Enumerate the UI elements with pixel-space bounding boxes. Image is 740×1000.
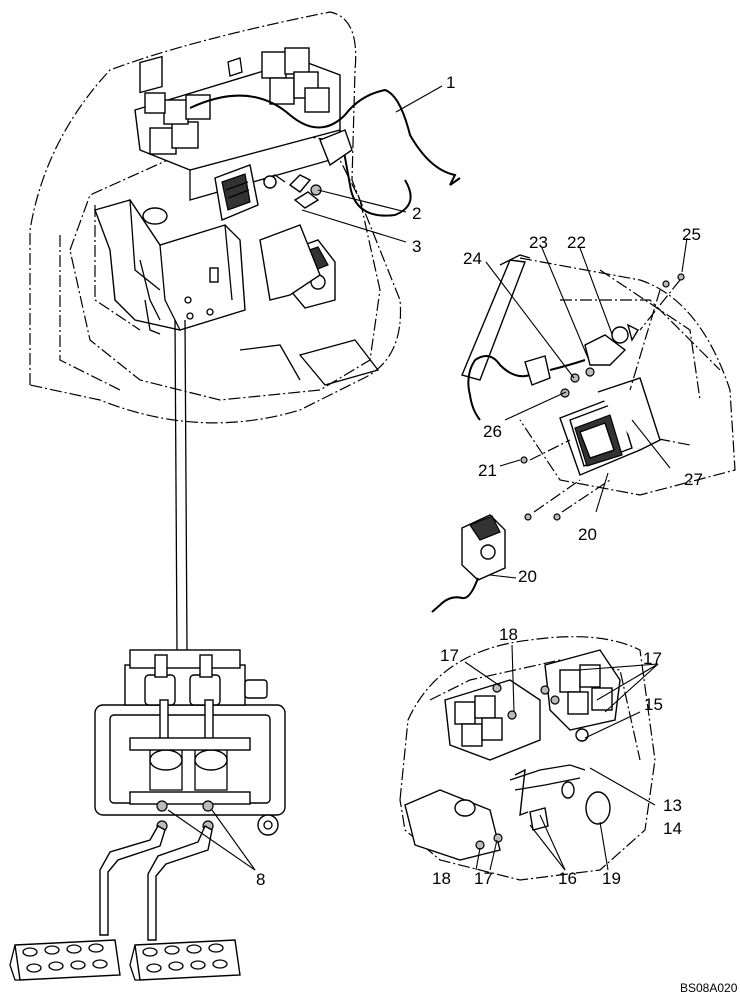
relay-group-right <box>261 47 330 113</box>
callout-17-right: 17 <box>643 649 662 668</box>
callout-20-upper: 20 <box>578 525 597 544</box>
callout-3: 3 <box>412 237 421 256</box>
left-pedal-pad <box>9 939 121 981</box>
right-pedal-pad <box>129 939 241 981</box>
callout-20-lower: 20 <box>518 567 537 586</box>
callout-2: 2 <box>412 204 421 223</box>
callout-13: 13 <box>663 796 682 815</box>
drawing-code: BS08A020 <box>680 981 738 995</box>
callout-14: 14 <box>663 819 682 838</box>
callout-18-bottom: 18 <box>432 869 451 888</box>
callout-22: 22 <box>567 233 586 252</box>
callout-24: 24 <box>463 249 482 268</box>
leader-lines <box>167 85 688 871</box>
lower-panel-detail <box>399 636 656 881</box>
pedal-assembly <box>9 649 286 981</box>
cab-floor-assembly <box>29 11 461 424</box>
callout-15: 15 <box>644 695 663 714</box>
callout-19: 19 <box>602 869 621 888</box>
callout-16: 16 <box>558 869 577 888</box>
callout-17-bottom: 17 <box>474 869 493 888</box>
callout-1: 1 <box>446 73 455 92</box>
callout-27: 27 <box>684 470 703 489</box>
callout-18-top: 18 <box>499 625 518 644</box>
callout-23: 23 <box>529 233 548 252</box>
callout-17-left: 17 <box>440 646 459 665</box>
callout-21: 21 <box>478 461 497 480</box>
callout-25: 25 <box>682 225 701 244</box>
relay-group-left <box>139 55 211 155</box>
control-module <box>214 164 259 221</box>
module-bracket-detail <box>461 254 736 521</box>
loose-module-detail <box>431 514 506 613</box>
callout-26: 26 <box>483 422 502 441</box>
link-rod <box>174 319 188 651</box>
callout-8: 8 <box>256 870 265 889</box>
callout-labels: 1 2 3 8 13 14 15 16 17 17 17 18 18 19 20… <box>256 73 703 889</box>
